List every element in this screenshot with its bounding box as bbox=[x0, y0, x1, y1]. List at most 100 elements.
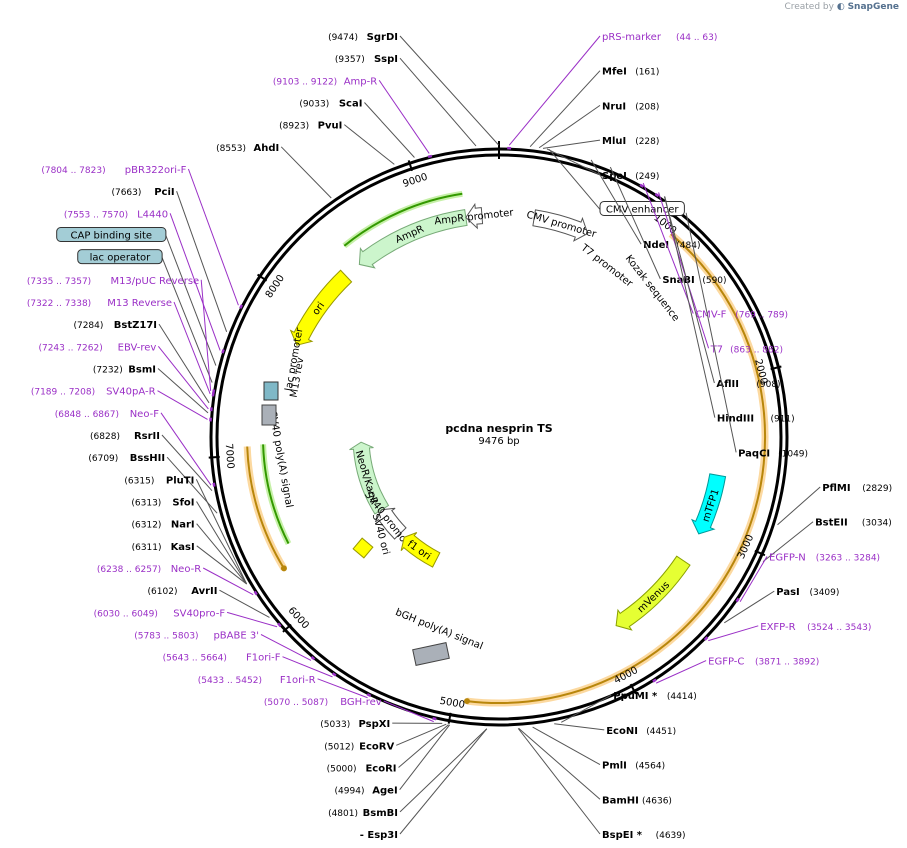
site-bamhi[interactable]: BamHI(4636) bbox=[518, 727, 672, 806]
leader-line bbox=[173, 301, 211, 395]
site-ppumi-[interactable]: PpuMI *(4414) bbox=[561, 691, 697, 723]
site--esp3i[interactable]: - Esp3I bbox=[360, 728, 488, 841]
primer-neo-f[interactable]: Neo-F(6848 .. 6867) bbox=[55, 409, 216, 487]
site-pluti[interactable]: PluTI(6315) bbox=[124, 475, 247, 584]
label-pos: (7232) bbox=[93, 366, 123, 376]
primer-m13-reverse[interactable]: M13 Reverse(7322 .. 7338) bbox=[27, 298, 215, 397]
site-pcii[interactable]: PciI(7663) bbox=[111, 187, 228, 332]
primer-ebv-rev[interactable]: EBV-rev(7243 .. 7262) bbox=[38, 342, 213, 412]
primer-exfp-r[interactable]: EXFP-R(3524 .. 3543) bbox=[703, 622, 872, 642]
site-nrui[interactable]: NruI(208) bbox=[538, 101, 659, 149]
site-bsteii[interactable]: BstEII(3034) bbox=[762, 518, 892, 563]
feature-mtfp1[interactable]: mTFP1 bbox=[690, 473, 727, 535]
primer-egfp-n[interactable]: EGFP-N(3263 .. 3284) bbox=[735, 552, 881, 603]
label-pos: (6828) bbox=[90, 432, 120, 442]
site-scai[interactable]: ScaI(9033) bbox=[299, 99, 415, 158]
feature-mvenus[interactable]: mVenus bbox=[615, 555, 691, 631]
site-avrii[interactable]: AvrII(6102) bbox=[148, 586, 270, 618]
site-ecorv[interactable]: EcoRV(5012) bbox=[324, 723, 447, 752]
site-sspi[interactable]: SspI(9357) bbox=[335, 54, 477, 147]
primer-t7[interactable]: T7(863 .. 882) bbox=[654, 192, 783, 355]
site-rsrii[interactable]: RsrII(6828) bbox=[90, 431, 213, 492]
primer-l4440[interactable]: L4440(7553 .. 7570) bbox=[64, 209, 225, 354]
primer-mark bbox=[212, 482, 216, 487]
site-pasi[interactable]: PasI(3409) bbox=[724, 587, 839, 624]
label-name: CMV-F bbox=[695, 310, 726, 321]
leader-line bbox=[658, 192, 710, 349]
feature-ampr-promoter[interactable]: AmpR promoter bbox=[434, 202, 515, 230]
primer-pbr322ori-f[interactable]: pBR322ori-F(7804 .. 7823) bbox=[41, 165, 244, 309]
label-name: - Esp3I bbox=[360, 830, 398, 841]
primer-pbabe-3-[interactable]: pBABE 3'(5783 .. 5803) bbox=[134, 631, 316, 661]
primer-amp-r[interactable]: Amp-R(9103 .. 9122) bbox=[273, 76, 433, 159]
orf-line bbox=[246, 446, 285, 569]
leader-line bbox=[383, 700, 434, 723]
label-pos: (4414) bbox=[667, 692, 697, 702]
site-ahdi[interactable]: AhdI(8553) bbox=[216, 143, 332, 199]
primer-mark bbox=[239, 304, 244, 309]
polya-box bbox=[261, 404, 277, 426]
site-agei[interactable]: AgeI(4994) bbox=[335, 724, 451, 797]
feature-shape bbox=[532, 209, 589, 242]
feature-ori[interactable]: ori bbox=[289, 269, 353, 346]
leader-line bbox=[200, 279, 212, 391]
label-pos: (3871 .. 3892) bbox=[755, 658, 819, 668]
site-pmli[interactable]: PmlI(4564) bbox=[532, 726, 666, 772]
site-pflmi[interactable]: PflMI(2829) bbox=[777, 483, 893, 526]
label-name: MfeI bbox=[602, 67, 627, 78]
orf-arcs bbox=[243, 190, 769, 707]
lac-box bbox=[263, 381, 279, 401]
site-aflii[interactable]: AflII(908) bbox=[663, 196, 781, 390]
leader-line bbox=[157, 368, 209, 414]
site-sfoi[interactable]: SfoI(6313) bbox=[131, 498, 247, 584]
label-pos: (4564) bbox=[635, 762, 665, 772]
site-econi[interactable]: EcoNI(4451) bbox=[554, 723, 676, 737]
feature-cmv-promoter[interactable]: CMV promoter bbox=[525, 209, 598, 242]
site-paqci[interactable]: PaqCI(1049) bbox=[685, 212, 808, 460]
leader-line bbox=[708, 625, 759, 642]
site-cap-binding-site[interactable]: CAP binding site bbox=[56, 227, 217, 366]
primer-f1ori-r[interactable]: F1ori-R(5433 .. 5452) bbox=[198, 675, 372, 699]
tick-mark bbox=[282, 623, 292, 633]
primer-sv40pa-r[interactable]: SV40pA-R(7189 .. 7208) bbox=[31, 387, 212, 422]
label-name: PvuI bbox=[318, 121, 343, 132]
primer-bgh-rev[interactable]: BGH-rev(5070 .. 5087) bbox=[264, 697, 437, 723]
site-hindiii[interactable]: HindIII(911) bbox=[664, 196, 795, 425]
site-lac-operator[interactable]: lac operator bbox=[77, 249, 213, 383]
site-pvui[interactable]: PvuI(8923) bbox=[279, 121, 395, 165]
primer-neo-r[interactable]: Neo-R(6238 .. 6257) bbox=[97, 564, 258, 596]
site-cmv-enhancer[interactable]: CMV enhancer bbox=[548, 149, 685, 216]
orf-arrow-tip bbox=[463, 698, 470, 705]
orf-green-line bbox=[262, 444, 290, 545]
primer-prs-marker[interactable]: pRS-marker(44 .. 63) bbox=[507, 32, 717, 150]
leader-line bbox=[399, 724, 451, 790]
site-bsshii[interactable]: BssHII(6709) bbox=[88, 453, 218, 514]
site-bspei-[interactable]: BspEI *(4639) bbox=[517, 728, 686, 841]
leader-line bbox=[396, 723, 447, 746]
site-pspxi[interactable]: PspXI(5033) bbox=[320, 719, 443, 730]
leader-line bbox=[590, 159, 642, 245]
site-bsmbi[interactable]: BsmBI(4801) bbox=[328, 728, 488, 819]
tick-mark bbox=[407, 160, 414, 172]
site-bsmi[interactable]: BsmI(7232) bbox=[93, 365, 209, 414]
feature-f1-ori[interactable]: f1 ori bbox=[400, 532, 441, 568]
site-sgrdi[interactable]: SgrDI(9474) bbox=[328, 32, 499, 146]
primer-sv40pro-f[interactable]: SV40pro-F(6030 .. 6049) bbox=[94, 608, 282, 628]
primer-m13-puc-reverse[interactable]: M13/pUC Reverse(7335 .. 7357) bbox=[27, 276, 216, 394]
site-ecori[interactable]: EcoRI(5000) bbox=[327, 724, 449, 775]
primer-cmv-f[interactable]: CMV-F(769 .. 789) bbox=[639, 182, 788, 321]
site-spei[interactable]: SpeI(249) bbox=[546, 148, 659, 182]
primer-f1ori-f[interactable]: F1ori-F(5643 .. 5664) bbox=[163, 653, 337, 678]
site-mlui[interactable]: MluI(228) bbox=[542, 136, 659, 149]
site-mfei[interactable]: MfeI(161) bbox=[529, 67, 659, 148]
tick-mark bbox=[754, 549, 766, 557]
label-pos: (4801) bbox=[328, 809, 358, 819]
primer-egfp-c[interactable]: EGFP-C(3871 .. 3892) bbox=[652, 657, 819, 684]
site-bstz17i[interactable]: BstZ17I(7284) bbox=[73, 320, 210, 404]
site-snabi[interactable]: SnaBI(590) bbox=[609, 166, 727, 286]
site-nari[interactable]: NarI(6312) bbox=[132, 520, 248, 585]
site-kasi[interactable]: KasI(6311) bbox=[132, 542, 248, 585]
site-ndei[interactable]: NdeI(484) bbox=[590, 159, 701, 251]
